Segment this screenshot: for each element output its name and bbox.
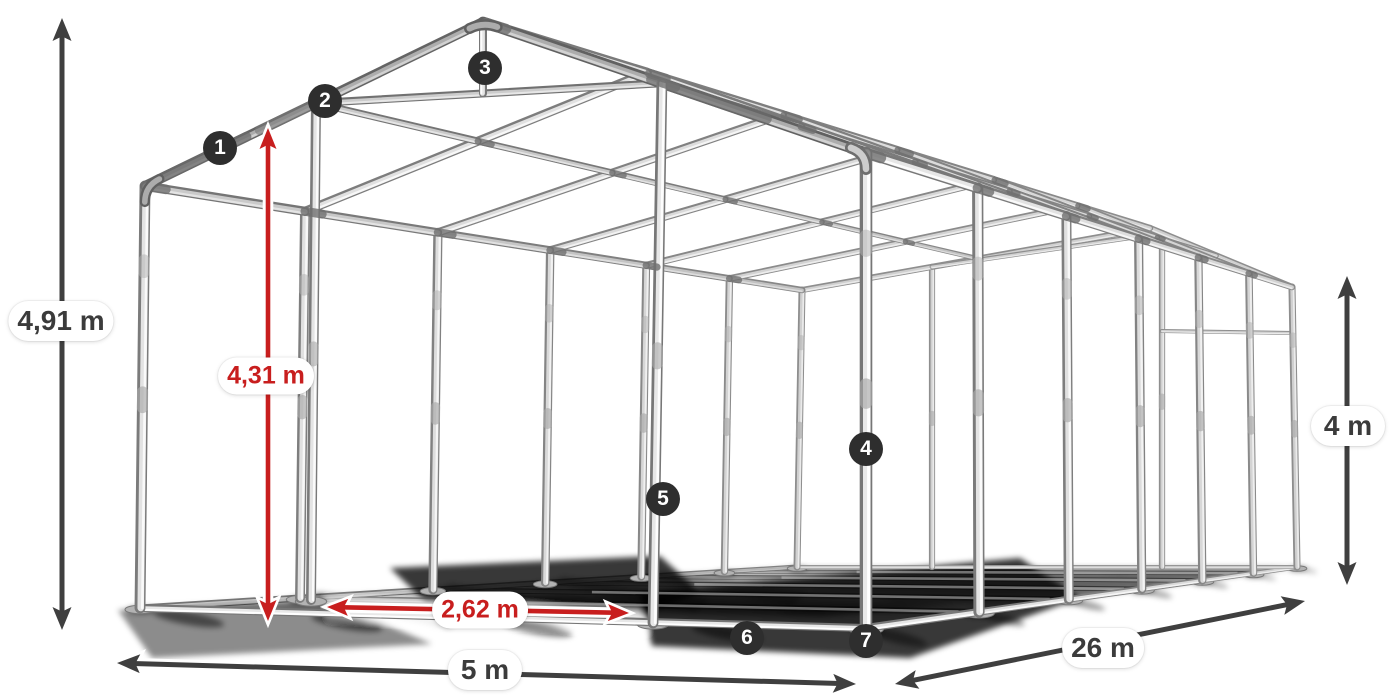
roof-purlin-left [474, 137, 616, 177]
part-marker-3: 3 [468, 51, 502, 85]
front-door-lintel [312, 79, 666, 107]
ground-beam-right [1138, 577, 1206, 592]
dim-arrow-length [888, 592, 1312, 693]
part-marker-1: 1 [203, 131, 237, 165]
eave-beam-left [300, 207, 443, 237]
roof-purlin-left [722, 196, 825, 225]
label-total-height: 4,91 m [8, 301, 114, 341]
roof-purlin-left [902, 239, 981, 262]
rear-side-girt [1160, 329, 1296, 335]
label-entrance-height: 4,31 m [218, 357, 314, 395]
roof-purlin-left [609, 169, 729, 203]
ground-beam-right [861, 607, 984, 633]
ground-beam-right [975, 595, 1073, 616]
eave-beam-left [140, 181, 310, 216]
label-length: 26 m [1062, 628, 1144, 668]
part-marker-5: 5 [646, 482, 680, 516]
roof-purlin-left [312, 99, 482, 145]
label-width: 5 m [448, 650, 522, 690]
eave-beam-left [433, 228, 555, 255]
ground-beam-right [1199, 570, 1257, 584]
part-marker-6: 6 [730, 621, 764, 655]
part-marker-2: 2 [308, 84, 342, 118]
tent-frame [134, 16, 1301, 635]
label-side-height: 4 m [1311, 406, 1385, 446]
rear-door-lintel [929, 230, 1165, 270]
ground-beam-right [1065, 585, 1146, 603]
part-marker-4: 4 [849, 432, 883, 466]
part-marker-7: 7 [849, 624, 883, 658]
label-entrance-width: 2,62 m [432, 591, 528, 629]
rear-ground-beam [795, 565, 1299, 569]
